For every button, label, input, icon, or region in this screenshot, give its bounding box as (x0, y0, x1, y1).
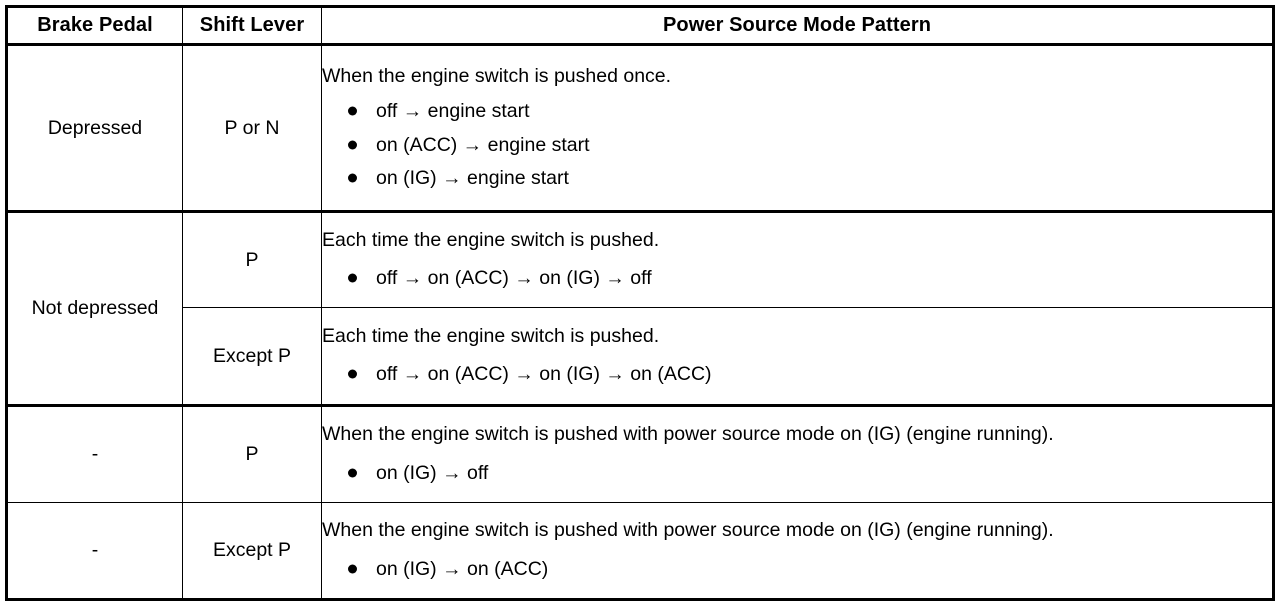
table-row: - P When the engine switch is pushed wit… (6, 404, 1274, 503)
list-item-label: on (IG) → on (ACC) (376, 557, 549, 580)
list-item: on (IG) → off (348, 459, 1272, 487)
table-body: Depressed P or N When the engine switch … (6, 44, 1274, 600)
bullet-dot-icon (348, 468, 357, 478)
mode-lead-text: When the engine switch is pushed with po… (322, 519, 1054, 542)
bullet-dot-icon (348, 369, 357, 379)
header-row: Brake Pedal Shift Lever Power Source Mod… (6, 6, 1274, 46)
column-header-brake-pedal: Brake Pedal (6, 6, 183, 46)
cell-brake-pedal: - (6, 404, 183, 503)
list-item: on (ACC) → engine start (348, 131, 1272, 159)
mode-lead-text: When the engine switch is pushed with po… (322, 423, 1054, 446)
column-header-shift-lever: Shift Lever (182, 6, 322, 46)
list-item-label: off → on (ACC) → on (IG) → off (376, 267, 652, 290)
table-row: Except P Each time the engine switch is … (7, 307, 1274, 406)
cell-power-source-mode: When the engine switch is pushed once. o… (321, 44, 1274, 212)
cell-shift-lever: Except P (182, 502, 322, 600)
list-item: off → on (ACC) → on (IG) → on (ACC) (348, 360, 1272, 388)
cell-shift-lever: Except P (182, 307, 322, 406)
list-item-label: on (IG) → off (376, 461, 489, 484)
mode-lead-text: Each time the engine switch is pushed. (322, 324, 660, 347)
cell-brake-pedal: Depressed (6, 44, 183, 212)
table-row: Depressed P or N When the engine switch … (6, 44, 1274, 212)
list-item: off → on (ACC) → on (IG) → off (348, 264, 1272, 292)
cell-shift-lever: P (182, 404, 322, 503)
power-source-mode-table: Brake Pedal Shift Lever Power Source Mod… (5, 5, 1275, 601)
bullet-dot-icon (348, 106, 357, 116)
mode-bullet-list: on (IG) → off (322, 459, 1272, 487)
bullet-dot-icon (348, 273, 357, 283)
mode-bullet-list: off → engine start on (ACC) → engine sta… (322, 97, 1272, 192)
cell-power-source-mode: Each time the engine switch is pushed. o… (321, 307, 1274, 406)
list-item-label: off → engine start (376, 100, 530, 123)
list-item: on (IG) → on (ACC) (348, 555, 1272, 583)
list-item-label: off → on (ACC) → on (IG) → on (ACC) (376, 363, 712, 386)
mode-lead-text: Each time the engine switch is pushed. (322, 228, 660, 251)
table-row: Not depressed P Each time the engine swi… (6, 210, 1274, 406)
list-item: off → engine start (348, 97, 1272, 125)
mode-bullet-list: on (IG) → on (ACC) (322, 555, 1272, 583)
bullet-dot-icon (348, 140, 357, 150)
mode-bullet-list: off → on (ACC) → on (IG) → on (ACC) (322, 360, 1272, 388)
table-header: Brake Pedal Shift Lever Power Source Mod… (6, 6, 1274, 46)
cell-power-source-mode: When the engine switch is pushed with po… (321, 404, 1274, 503)
table-row: - Except P When the engine switch is pus… (6, 502, 1274, 600)
cell-shift-lever: P (182, 210, 322, 308)
cell-brake-pedal: Not depressed (6, 210, 183, 406)
list-item-label: on (ACC) → engine start (376, 133, 590, 156)
bullet-dot-icon (348, 564, 357, 574)
mode-bullet-list: off → on (ACC) → on (IG) → off (322, 264, 1272, 292)
cell-power-source-mode: Each time the engine switch is pushed. o… (321, 210, 1274, 308)
cell-brake-pedal: - (6, 502, 183, 600)
cell-shift-lever: P or N (182, 44, 322, 212)
mode-lead-text: When the engine switch is pushed once. (322, 64, 672, 87)
cell-power-source-mode: When the engine switch is pushed with po… (321, 502, 1274, 600)
list-item-label: on (IG) → engine start (376, 166, 569, 189)
bullet-dot-icon (348, 173, 357, 183)
column-header-power-source-mode-pattern: Power Source Mode Pattern (321, 6, 1274, 46)
list-item: on (IG) → engine start (348, 164, 1272, 192)
